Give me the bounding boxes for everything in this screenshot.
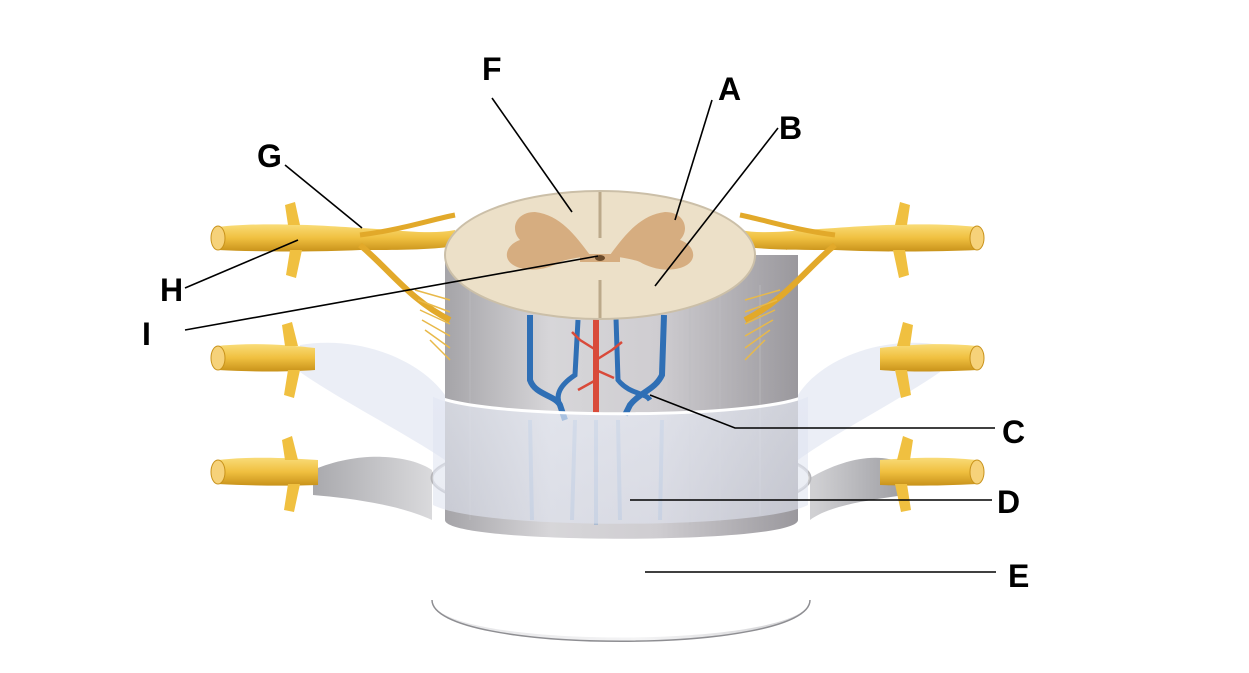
- leader-line-F: [491, 97, 573, 213]
- leader-line-A: [674, 99, 713, 221]
- label-f: F: [482, 51, 502, 87]
- label-h: H: [160, 272, 184, 308]
- leader-line-C: [649, 394, 995, 429]
- leader-lines: [184, 97, 996, 573]
- leader-line-G: [284, 164, 363, 229]
- spinal-nerves-right: [739, 202, 985, 512]
- leader-line-I: [184, 255, 599, 331]
- leader-line-B: [654, 127, 779, 287]
- label-i: I: [142, 316, 151, 352]
- label-d: D: [997, 484, 1021, 520]
- label-g: G: [257, 138, 282, 174]
- spinal-nerves-left: [210, 202, 456, 512]
- leader-line-H: [184, 239, 299, 289]
- cord-cross-section: [444, 190, 756, 320]
- label-b: B: [779, 110, 803, 146]
- label-a: A: [718, 71, 742, 107]
- label-c: C: [1002, 414, 1026, 450]
- blood-vessels: [527, 314, 667, 525]
- label-e: E: [1008, 558, 1030, 594]
